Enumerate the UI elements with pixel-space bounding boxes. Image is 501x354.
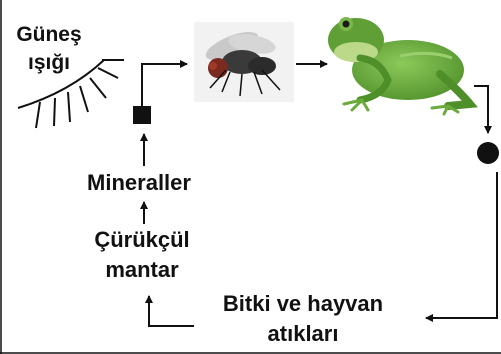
arrow-waste-to-decomposer [149, 296, 194, 326]
arrow-plant-to-fly [142, 64, 187, 106]
sun-label-line1: Güneş [12, 24, 86, 45]
decomposer-label-line1: Çürükçül [74, 229, 210, 251]
decomposer-label-line2: mantar [74, 259, 210, 281]
frog-photo [328, 17, 470, 114]
minerals-label: Mineraller [72, 172, 206, 194]
plant-square-node [133, 106, 151, 124]
waste-label-line1: Bitki ve hayvan [196, 293, 410, 315]
arrow-frog-to-circle [474, 86, 488, 133]
waste-label-line2: atıkları [196, 323, 410, 345]
sun-label-line2: ışığı [12, 52, 86, 73]
fly-photo [194, 22, 294, 102]
end-circle-node [477, 142, 499, 164]
arrow-circle-to-waste [426, 172, 497, 318]
